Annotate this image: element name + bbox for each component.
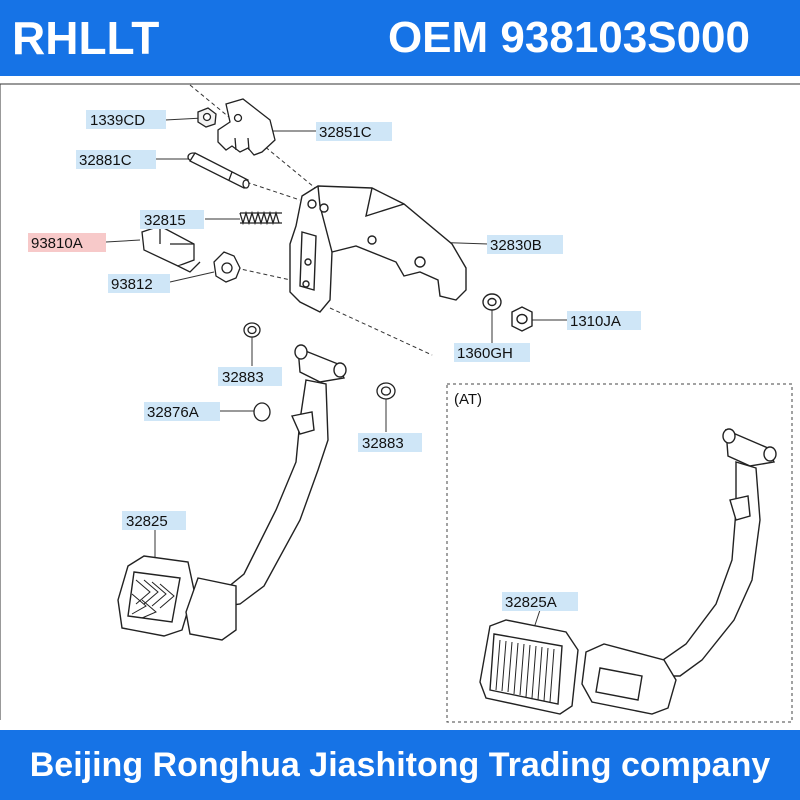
part-label-32815: 32815 — [140, 210, 204, 229]
part-label-93812: 93812 — [108, 274, 170, 293]
footer-banner: Beijing Ronghua Jiashitong Trading compa… — [0, 730, 800, 800]
switch-93810a-icon — [141, 225, 201, 273]
part-label-32883-upper: 32883 — [218, 367, 282, 386]
svg-text:32883: 32883 — [362, 435, 404, 452]
pedal-32825a-icon — [479, 428, 777, 715]
part-label-93810a: 93810A — [28, 233, 106, 252]
part-label-1360gh: 1360GH — [454, 343, 530, 362]
svg-text:32825: 32825 — [126, 513, 168, 530]
part-labels: 1339CD 32851C 32881C 32815 93810A 93812 … — [28, 110, 641, 611]
part-label-32883-lower: 32883 — [358, 433, 422, 452]
svg-text:1339CD: 1339CD — [90, 112, 145, 129]
at-inset-label: (AT) — [454, 391, 482, 408]
at-inset-box — [446, 383, 793, 723]
part-label-32881c: 32881C — [76, 150, 156, 169]
stopper-32876a-icon — [253, 402, 271, 422]
svg-text:32881C: 32881C — [79, 152, 132, 169]
brand-name: RHLLT — [12, 12, 160, 64]
clip-93812-icon — [213, 251, 241, 283]
oem-number: OEM 938103S000 — [387, 13, 750, 62]
svg-text:32825A: 32825A — [505, 594, 557, 611]
svg-text:32830B: 32830B — [490, 237, 542, 254]
part-label-1339cd: 1339CD — [86, 110, 166, 129]
parts-diagram: 1339CD 32851C 32881C 32815 93810A 93812 … — [0, 83, 800, 723]
pedal-32825-icon — [117, 344, 347, 641]
part-label-1310ja: 1310JA — [567, 311, 641, 330]
part-label-32825a: 32825A — [502, 592, 578, 611]
washer-1360gh-icon — [482, 293, 502, 311]
svg-text:93812: 93812 — [111, 276, 153, 293]
pin-32881c-icon — [187, 152, 250, 189]
part-label-32876a: 32876A — [144, 402, 220, 421]
svg-text:1310JA: 1310JA — [570, 313, 621, 330]
frame-lines — [0, 83, 800, 720]
svg-text:32883: 32883 — [222, 369, 264, 386]
bushing-32883-lower-icon — [376, 382, 396, 400]
pedal-member-32830b-icon — [289, 185, 467, 313]
nut-1339cd-icon — [197, 107, 217, 128]
part-label-32825: 32825 — [122, 511, 186, 530]
leader-lines — [105, 84, 567, 641]
spring-32815-icon — [239, 210, 282, 226]
part-label-32830b: 32830B — [487, 235, 563, 254]
company-name: Beijing Ronghua Jiashitong Trading compa… — [29, 746, 771, 784]
header-banner: RHLLT OEM 938103S000 — [0, 0, 800, 76]
bracket-32851c-icon — [217, 98, 276, 156]
svg-text:32815: 32815 — [144, 212, 186, 229]
svg-text:32876A: 32876A — [147, 404, 199, 421]
svg-text:32851C: 32851C — [319, 124, 372, 141]
part-label-32851c: 32851C — [316, 122, 392, 141]
nut-1310ja-icon — [511, 306, 533, 332]
svg-text:93810A: 93810A — [31, 235, 83, 252]
bushing-32883-upper-icon — [243, 322, 261, 338]
svg-text:1360GH: 1360GH — [457, 345, 513, 362]
